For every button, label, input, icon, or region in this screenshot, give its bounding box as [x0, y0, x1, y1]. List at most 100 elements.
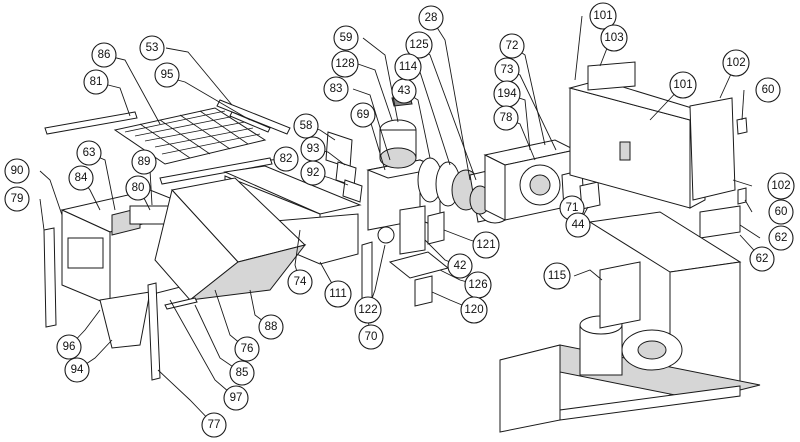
- part-53-rail: [216, 99, 291, 135]
- callout-number: 103: [604, 32, 623, 44]
- callout-number: 101: [673, 79, 692, 91]
- callout-74: 74: [287, 269, 313, 295]
- callout-number: 89: [138, 156, 151, 168]
- callout-number: 97: [230, 392, 243, 404]
- callout-81: 81: [83, 69, 109, 95]
- callout-63: 63: [76, 140, 102, 166]
- callout-ring: [4, 186, 30, 212]
- callout-88: 88: [258, 314, 284, 340]
- callout-62-bottom: 62: [749, 246, 775, 272]
- callout-number: 120: [464, 304, 483, 316]
- callout-101-mid: 101: [669, 71, 697, 99]
- callout-ring: [331, 50, 359, 78]
- callout-number: 73: [501, 64, 514, 76]
- callout-number: 121: [476, 239, 495, 251]
- callout-ring: [333, 25, 359, 51]
- callout-89: 89: [131, 149, 157, 175]
- callout-number: 79: [11, 193, 24, 205]
- part-74-bracket: [223, 165, 362, 215]
- callout-number: 62: [775, 232, 788, 244]
- callout-number: 82: [280, 153, 293, 165]
- callout-ring: [258, 314, 284, 340]
- callout-number: 95: [161, 69, 174, 81]
- callout-number: 96: [63, 341, 76, 353]
- part-combustion-housing: [483, 139, 577, 221]
- callout-82: 82: [273, 146, 299, 172]
- callout-102-bottom: 102: [767, 172, 795, 200]
- part-62-foot: [699, 205, 741, 239]
- callout-97: 97: [223, 385, 249, 411]
- callout-number: 90: [11, 165, 24, 177]
- callout-number: 28: [425, 12, 438, 24]
- callout-94: 94: [64, 357, 90, 383]
- callout-ring: [768, 225, 794, 251]
- callout-77: 77: [201, 412, 227, 438]
- callout-ring: [83, 69, 109, 95]
- callout-number: 84: [75, 172, 88, 184]
- callout-90: 90: [4, 158, 30, 184]
- callout-number: 42: [454, 260, 467, 272]
- part-122-tube: [377, 226, 395, 244]
- callout-ring: [493, 105, 519, 131]
- callout-ring: [767, 172, 795, 200]
- part-42-plate: [399, 205, 426, 255]
- callout-number: 122: [358, 304, 377, 316]
- callout-73: 73: [494, 57, 520, 83]
- callout-83: 83: [323, 76, 349, 102]
- callout-number: 102: [726, 57, 745, 69]
- callout-number: 60: [775, 206, 788, 218]
- part-60-clip-top: [736, 117, 748, 135]
- callout-ring: [499, 33, 525, 59]
- callout-number: 114: [399, 61, 418, 73]
- callout-number: 74: [294, 276, 307, 288]
- callout-number: 62: [756, 253, 769, 265]
- callout-number: 53: [146, 42, 159, 54]
- callout-number: 59: [340, 32, 353, 44]
- callout-number: 72: [506, 40, 519, 52]
- callout-95: 95: [154, 62, 180, 88]
- callout-42: 42: [447, 253, 473, 279]
- callout-number: 58: [300, 120, 313, 132]
- callout-44: 44: [565, 212, 591, 238]
- callout-125: 125: [405, 31, 433, 59]
- callout-43: 43: [391, 78, 417, 104]
- callout-72: 72: [499, 33, 525, 59]
- callout-ring: [229, 360, 255, 386]
- callout-60-top: 60: [755, 77, 781, 103]
- callout-102-top: 102: [722, 49, 750, 77]
- callout-ring: [669, 71, 697, 99]
- callout-number: 128: [335, 58, 354, 70]
- part-120-leg: [414, 275, 433, 307]
- callout-number: 78: [500, 112, 513, 124]
- callout-number: 101: [593, 10, 612, 22]
- callout-number: 77: [208, 419, 221, 431]
- callout-ring: [405, 31, 433, 59]
- callout-ring: [323, 76, 349, 102]
- callout-59: 59: [333, 25, 359, 51]
- callout-ring: [722, 49, 750, 77]
- part-81-rail: [44, 111, 138, 135]
- callout-ring: [287, 269, 313, 295]
- part-115-enclosure: [499, 211, 761, 433]
- part-95-rail: [229, 111, 271, 133]
- callout-28: 28: [418, 5, 444, 31]
- callout-78: 78: [493, 105, 519, 131]
- callout-number: 60: [762, 84, 775, 96]
- callout-ring: [64, 357, 90, 383]
- callout-number: 115: [548, 270, 566, 282]
- callout-ring: [273, 146, 299, 172]
- callout-number: 86: [98, 49, 111, 61]
- callout-85: 85: [229, 360, 255, 386]
- callout-number: 88: [265, 321, 278, 333]
- part-103-bracket: [587, 61, 636, 91]
- part-drawings: [43, 61, 761, 433]
- callout-number: 70: [365, 331, 378, 343]
- callout-number: 43: [398, 85, 411, 97]
- callout-number: 102: [771, 180, 790, 192]
- callout-69: 69: [350, 102, 376, 128]
- callout-ring: [358, 324, 384, 350]
- callout-ring: [223, 385, 249, 411]
- callout-ring: [76, 140, 102, 166]
- callout-number: 63: [83, 147, 96, 159]
- callout-86: 86: [91, 42, 117, 68]
